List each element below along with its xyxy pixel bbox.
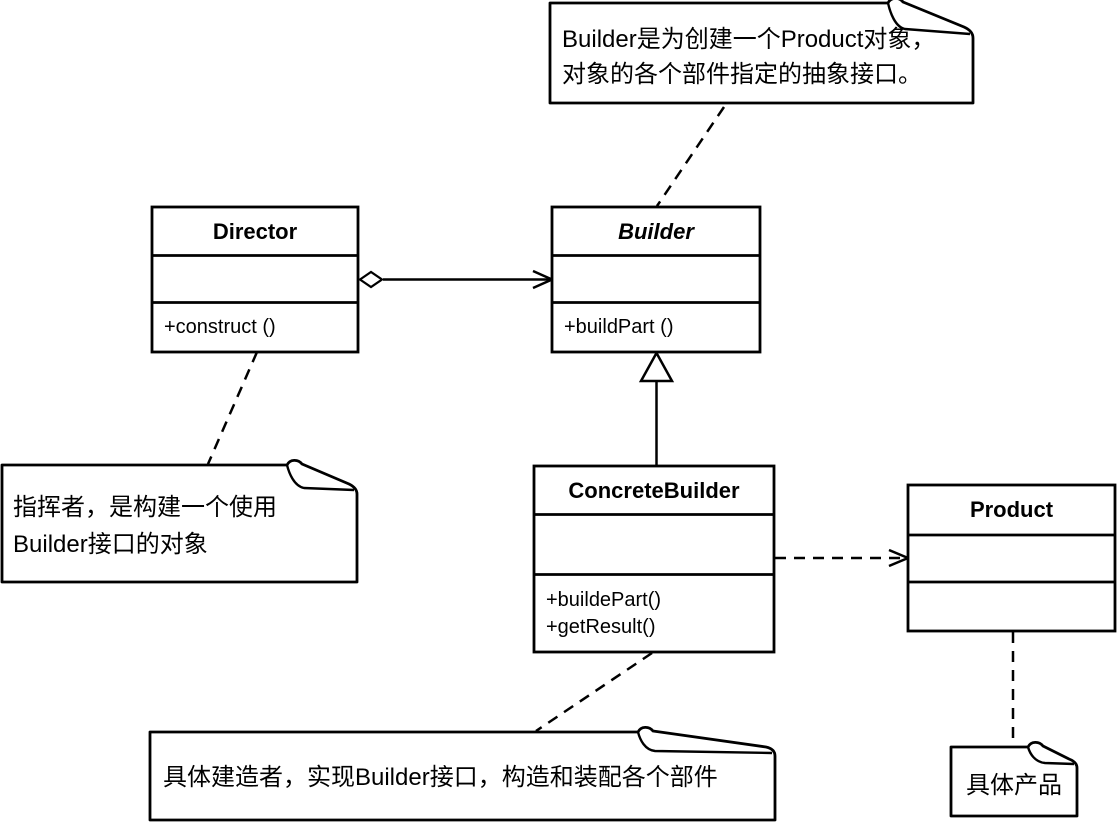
class-method-concretebuilder-getresult: +getResult() [546, 616, 656, 638]
class-method-builder-buildpart: +buildPart () [564, 316, 674, 338]
note-builder-line2: 对象的各个部件指定的抽象接口。 [562, 61, 922, 88]
note-shape-director [0, 458, 359, 584]
class-method-director-construct: +construct () [164, 316, 276, 338]
note-shape-builder [548, 0, 975, 105]
note-director-line2: Builder接口的对象 [13, 531, 208, 558]
class-title-concretebuilder: ConcreteBuilder [568, 478, 740, 503]
class-title-director: Director [212, 219, 298, 244]
note-link-director [206, 351, 259, 465]
class-box-product [906, 483, 1117, 633]
class-title-product: Product [969, 497, 1054, 522]
class-box-concretebuilder [532, 464, 776, 654]
note-concretebuilder-line1: 具体建造者，实现Builder接口，构造和装配各个部件 [163, 764, 718, 791]
note-link-concretebuilder [535, 651, 653, 733]
note-builder-line1: Builder是为创建一个Product对象， [562, 26, 936, 53]
note-shape-product [949, 740, 1079, 818]
note-shape-concretebuilder [148, 725, 777, 822]
aggregation-diamond [358, 270, 384, 289]
class-box-director [150, 205, 360, 354]
class-title-builder: Builder [618, 219, 694, 244]
class-method-concretebuilder-buildepart: +buildePart() [546, 589, 662, 611]
note-director-line1: 指挥者，是构建一个使用 [13, 494, 277, 521]
note-link-builder [655, 106, 726, 207]
class-box-builder [550, 205, 762, 354]
generalization-triangle [638, 350, 675, 383]
note-product-line1: 具体产品 [966, 772, 1062, 799]
